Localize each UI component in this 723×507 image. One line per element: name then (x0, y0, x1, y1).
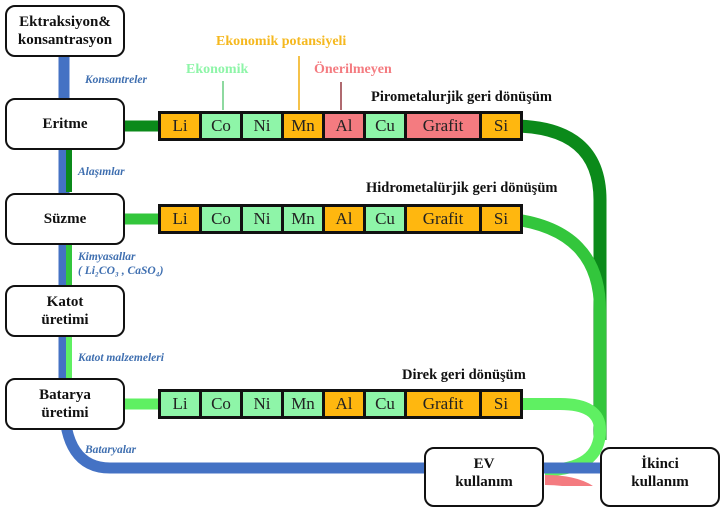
element-cell-co: Co (202, 114, 240, 138)
process-box-extraction: Ektraksiyon& konsantrasyon (5, 5, 125, 57)
element-cell-mn: Mn (284, 392, 322, 416)
flow-label-chemicals: Kimyasallar (78, 251, 136, 263)
flow-label-concentrates: Konsantreler (85, 74, 147, 86)
element-cell-li: Li (161, 207, 199, 231)
process-label: Süzme (43, 211, 87, 227)
element-cell-mn: Mn (284, 207, 322, 231)
element-cell-grafit: Grafit (407, 207, 479, 231)
process-box-smelting: Eritme (5, 98, 125, 150)
element-cell-cu: Cu (366, 114, 404, 138)
element-cell-si: Si (482, 207, 520, 231)
element-cell-ni: Ni (243, 207, 281, 231)
process-box-battery: Batarya üretimi (5, 378, 125, 430)
element-cell-ni: Ni (243, 392, 281, 416)
element-cell-al: Al (325, 207, 363, 231)
element-cell-al: Al (325, 392, 363, 416)
element-cell-cu: Cu (366, 207, 404, 231)
element-cell-si: Si (482, 114, 520, 138)
row-title-direct: Direk geri dönüşüm (402, 367, 526, 383)
element-cell-co: Co (202, 207, 240, 231)
process-label: Batarya üretimi (39, 387, 91, 421)
legend-not-recommended: Önerilmeyen (314, 62, 392, 77)
element-cell-cu: Cu (366, 392, 404, 416)
row-title-pyro: Pirometalurjik geri dönüşüm (371, 89, 552, 105)
element-cell-ni: Ni (243, 114, 281, 138)
element-cell-grafit: Grafit (407, 392, 479, 416)
flow-line-pyro-return (511, 119, 607, 440)
process-box-ev: EV kullanım (424, 447, 544, 507)
legend-tick-not-recommended (340, 82, 342, 110)
flow-label-alloys: Alaşımlar (78, 166, 125, 178)
element-cell-li: Li (161, 114, 199, 138)
process-box-second-use: İkinci kullanım (600, 447, 720, 507)
element-cell-co: Co (202, 392, 240, 416)
process-box-leaching: Süzme (5, 193, 125, 245)
process-label: Katot üretimi (41, 294, 89, 328)
flow-label-cathode-materials: Katot malzemeleri (78, 352, 164, 364)
element-cell-li: Li (161, 392, 199, 416)
process-label: Ektraksiyon& konsantrasyon (17, 14, 113, 48)
process-box-cathode: Katot üretimi (5, 285, 125, 337)
row-title-hydro: Hidrometalürjik geri dönüşüm (366, 180, 558, 196)
flow-label-chemicals-formula: ( Li₂CO₃ , CaSO₄) (78, 265, 164, 277)
flow-label-batteries: Bataryalar (85, 444, 137, 456)
element-cell-grafit: Grafit (407, 114, 479, 138)
flow-line-red (544, 475, 593, 486)
element-cell-si: Si (482, 392, 520, 416)
process-label: Eritme (42, 116, 88, 132)
legend-tick-economic (222, 81, 224, 110)
legend-potential: Ekonomik potansiyeli (216, 34, 347, 49)
element-cell-mn: Mn (284, 114, 322, 138)
legend-economic: Ekonomik (186, 62, 249, 77)
legend-tick-potential (298, 56, 300, 110)
flow-line-hydro-return (511, 213, 606, 440)
element-cell-al: Al (325, 114, 363, 138)
